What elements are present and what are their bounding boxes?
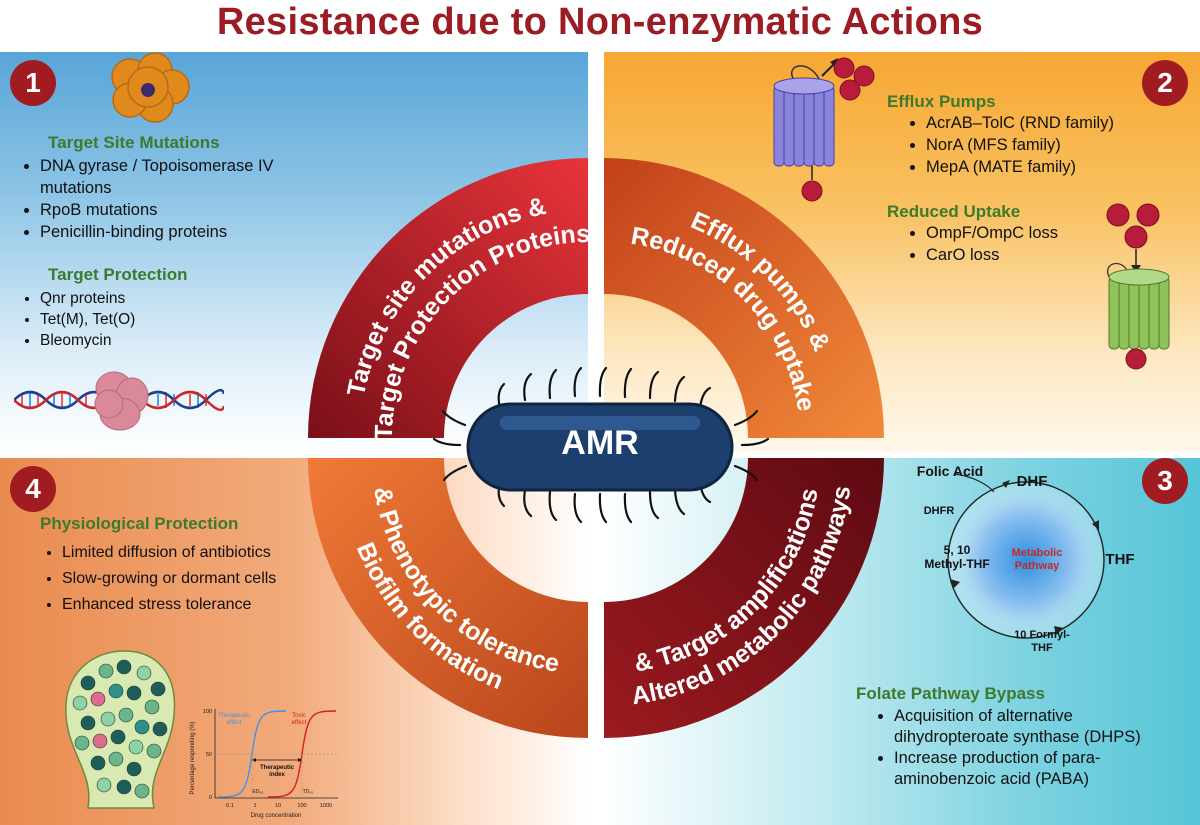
folic-acid-label: Folic Acid bbox=[917, 463, 983, 479]
efflux-pump-icon bbox=[773, 57, 875, 202]
ring-segment-q3 bbox=[604, 458, 884, 738]
graph-xtick: 10 bbox=[275, 803, 281, 809]
dhfr-label: DHFR bbox=[924, 505, 955, 517]
target-site-mutations-header: Target Site Mutations bbox=[48, 133, 220, 152]
formyl-thf-label: 10 Formyl- bbox=[1014, 629, 1070, 641]
list-item: Tet(M), Tet(O) bbox=[40, 309, 135, 330]
graph-xtick: 100 bbox=[297, 803, 306, 809]
quadrant-metabolic: 3 Folic Acid DHFR DHF THF 10 Formyl- THF… bbox=[604, 458, 1200, 825]
biofilm-icon bbox=[65, 650, 176, 809]
graph-ylabel: Percentage responding (%) bbox=[190, 721, 196, 794]
reduced-uptake-list: OmpF/OmpC loss CarO loss bbox=[904, 222, 1058, 266]
ring-segment-q4 bbox=[308, 458, 588, 738]
list-item: Qnr proteins bbox=[40, 288, 135, 309]
toxic-label: Toxic bbox=[292, 713, 306, 719]
list-item: RpoB mutations bbox=[40, 199, 360, 221]
metabolic-pathway-label: Metabolic bbox=[1012, 547, 1063, 559]
thf-label: THF bbox=[1105, 551, 1134, 568]
toxic-label: effect bbox=[292, 720, 307, 726]
quadrant-number-1: 1 bbox=[10, 60, 56, 106]
therapeutic-label: effect bbox=[227, 720, 242, 726]
methyl-thf-label: 5, 10 bbox=[944, 543, 971, 557]
list-item: NorA (MFS family) bbox=[926, 134, 1114, 156]
quadrant-number-2: 2 bbox=[1142, 60, 1188, 106]
index-label: index bbox=[269, 772, 285, 778]
list-item: OmpF/OmpC loss bbox=[926, 222, 1058, 244]
index-label: Therapeutic bbox=[260, 765, 295, 771]
folate-cycle-diagram: Folic Acid DHFR DHF THF 10 Formyl- THF 5… bbox=[917, 463, 1135, 654]
target-protection-header: Target Protection bbox=[48, 265, 188, 284]
quadrant-number-4: 4 bbox=[10, 466, 56, 512]
list-item: Increase production of para-aminobenzoic… bbox=[894, 748, 1141, 790]
therapeutic-label: Therapeutic bbox=[218, 713, 250, 719]
page-title: Resistance due to Non-enzymatic Actions bbox=[216, 1, 984, 43]
physiological-protection-list: Limited diffusion of antibiotics Slow-gr… bbox=[40, 540, 276, 618]
list-item: Slow-growing or dormant cells bbox=[62, 566, 276, 592]
physiological-protection-header: Physiological Protection bbox=[40, 514, 239, 533]
ring-segment-q2 bbox=[604, 158, 884, 438]
graph-xtick: 0.1 bbox=[226, 803, 234, 809]
list-item: Penicillin-binding proteins bbox=[40, 221, 360, 243]
formyl-thf-label: THF bbox=[1031, 642, 1053, 654]
folate-bypass-list: Acquisition of alternativedihydropteroat… bbox=[872, 706, 1141, 790]
quadrant-number-3: 3 bbox=[1142, 458, 1188, 504]
graph-ytick: 100 bbox=[203, 709, 212, 715]
enzyme-protein-icon bbox=[111, 52, 190, 123]
therapeutic-index-graph: Percentage responding (%) 100 50 0 Thera… bbox=[190, 709, 338, 819]
porin-channel-icon bbox=[1106, 203, 1170, 370]
list-item: Acquisition of alternativedihydropteroat… bbox=[894, 706, 1141, 748]
list-item: Bleomycin bbox=[40, 330, 135, 351]
reduced-uptake-header: Reduced Uptake bbox=[887, 202, 1021, 221]
dna-helix-icon bbox=[14, 371, 224, 431]
target-protection-list: Qnr proteins Tet(M), Tet(O) Bleomycin bbox=[18, 288, 135, 351]
td50-label: TD₅₀ bbox=[303, 789, 314, 795]
amr-center-label: AMR bbox=[561, 424, 639, 462]
dhf-label: DHF bbox=[1017, 473, 1048, 490]
ed50-label: ED₅₀ bbox=[252, 789, 263, 795]
graph-xtick: 1 bbox=[253, 803, 256, 809]
graph-ytick: 50 bbox=[206, 752, 212, 758]
list-item: AcrAB–TolC (RND family) bbox=[926, 112, 1114, 134]
methyl-thf-label: Methyl-THF bbox=[924, 557, 989, 571]
ring-segment-q1 bbox=[308, 158, 588, 438]
efflux-pumps-list: AcrAB–TolC (RND family) NorA (MFS family… bbox=[904, 112, 1114, 178]
list-item: Limited diffusion of antibiotics bbox=[62, 540, 276, 566]
list-item: MepA (MATE family) bbox=[926, 156, 1114, 178]
list-item: Enhanced stress tolerance bbox=[62, 592, 276, 618]
efflux-pumps-header: Efflux Pumps bbox=[887, 92, 996, 111]
list-item: CarO loss bbox=[926, 244, 1058, 266]
graph-ytick: 0 bbox=[209, 795, 212, 801]
folate-bypass-header: Folate Pathway Bypass bbox=[856, 684, 1045, 703]
graph-xlabel: Drug concentration bbox=[251, 813, 302, 819]
graph-xtick: 1000 bbox=[320, 803, 332, 809]
metabolic-pathway-label: Pathway bbox=[1015, 560, 1061, 572]
